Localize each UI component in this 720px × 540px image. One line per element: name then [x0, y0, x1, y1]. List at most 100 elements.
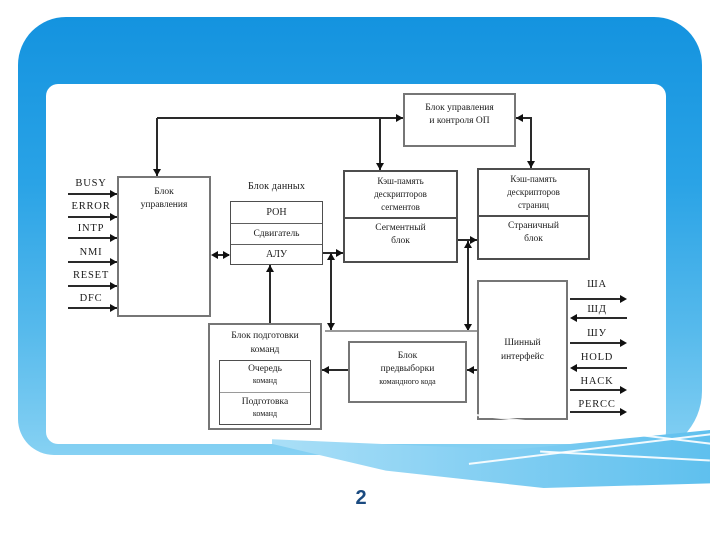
box-label: Подготовка: [241, 397, 289, 407]
segment-cache-box: Кэш-память дескрипторов сегментов Сегмен…: [343, 170, 458, 263]
alu-row: АЛУ: [265, 249, 288, 260]
arrow-left-icon: [322, 366, 329, 374]
box-label: страниц: [518, 200, 549, 210]
arrow-right-icon: [110, 282, 117, 290]
box-label: Блок: [397, 351, 418, 361]
box-label: Кэш-память: [510, 174, 557, 184]
box-label-group: Сегментный блок: [345, 214, 456, 248]
prep-cell: Подготовка команд: [220, 393, 310, 419]
arrow-down-icon: [527, 161, 535, 168]
signal-line: [68, 307, 117, 309]
divider: [345, 217, 456, 219]
box-label: команд: [252, 376, 278, 385]
arrow-right-icon: [110, 213, 117, 221]
connector-line: [322, 369, 348, 371]
box-label: дескрипторов: [507, 187, 560, 197]
arrow-right-icon: [110, 304, 117, 312]
connector-line: [215, 254, 229, 256]
box-label: командного кода: [379, 377, 436, 386]
signal-line: [68, 216, 117, 218]
signal-line: [570, 342, 620, 344]
box-label: предвыборки: [380, 364, 435, 374]
signal-label-reset: RESET: [72, 270, 110, 281]
connector-line: [516, 117, 532, 119]
box-label: команд: [250, 345, 280, 355]
connector-line: [379, 118, 381, 170]
arrow-down-icon: [464, 324, 472, 331]
box-label: блок: [524, 234, 543, 244]
arrow-right-icon: [110, 190, 117, 198]
prefetch-box: Блок предвыборки командного кода: [348, 341, 467, 403]
arrow-right-icon: [110, 234, 117, 242]
arrow-right-icon: [396, 114, 403, 122]
arrow-left-icon: [467, 366, 474, 374]
instruction-prep-inner-box: Очередь команд Подготовка команд: [219, 360, 311, 425]
arrow-left-icon: [211, 251, 218, 259]
signal-line: [570, 389, 620, 391]
signal-label-shu: ШУ: [587, 328, 607, 339]
signal-label-nmi: NMI: [79, 247, 103, 258]
box-label: дескрипторов: [374, 189, 427, 199]
arrow-right-icon: [470, 236, 477, 244]
box-label: Очередь: [248, 364, 282, 374]
box-label: управления: [140, 200, 188, 210]
arrow-right-icon: [110, 258, 117, 266]
box-label: блок: [391, 236, 410, 246]
bus-interface-box: Шинный интерфейс: [477, 280, 568, 420]
arrow-up-icon: [327, 253, 335, 260]
signal-label-hold: HOLD: [580, 352, 614, 363]
box-label-group: Страничный блок: [479, 212, 588, 246]
box-label: Кэш-память: [377, 176, 424, 186]
arrow-up-icon: [266, 265, 274, 272]
box-label-group: Кэш-память дескрипторов страниц: [479, 170, 588, 212]
memory-control-box: Блок управления и контроля ОП: [403, 93, 516, 147]
connector-line: [156, 118, 158, 176]
signal-label-sha: ША: [587, 279, 607, 290]
signal-label-shd: ШД: [587, 304, 607, 315]
arrow-down-icon: [376, 163, 384, 170]
register-row: РОН: [231, 202, 322, 224]
connector-line: [269, 265, 271, 330]
box-label: сегментов: [381, 202, 420, 212]
page-cache-box: Кэш-память дескрипторов страниц Страничн…: [477, 168, 590, 260]
page-number: 2: [355, 487, 367, 509]
signal-label-error: ERROR: [71, 201, 111, 212]
signal-line: [68, 285, 117, 287]
signal-line: [577, 367, 627, 369]
box-label-group: Кэш-память дескрипторов сегментов: [345, 172, 456, 214]
box-label: Блок подготовки: [231, 331, 299, 341]
signal-label-hack: HACK: [580, 376, 614, 387]
connector-line: [467, 240, 469, 331]
arrow-right-icon: [620, 295, 627, 303]
arrow-right-icon: [620, 408, 627, 416]
arrow-left-icon: [516, 114, 523, 122]
signal-label-dfc: DFC: [79, 293, 103, 304]
signal-label-intp: INTP: [77, 223, 105, 234]
box-label: и контроля ОП: [429, 116, 490, 126]
arrow-right-icon: [620, 386, 627, 394]
box-label: Блок управления: [425, 103, 494, 113]
connector-line: [157, 117, 403, 119]
box-label: Шинный: [504, 338, 541, 348]
queue-cell: Очередь команд: [220, 361, 310, 393]
data-block-stack: РОН Сдвигатель АЛУ: [230, 201, 323, 265]
arrow-down-icon: [153, 169, 161, 176]
box-label: интерфейс: [501, 352, 544, 362]
data-block-label: Блок данных: [247, 181, 306, 192]
box-label: Сегментный: [375, 223, 426, 233]
arrow-right-icon: [223, 251, 230, 259]
signal-label-percc: PERCC: [578, 399, 616, 410]
connector-line: [530, 118, 532, 168]
connector-line: [330, 253, 332, 330]
box-label: Блок: [154, 187, 174, 197]
shifter-row: Сдвигатель: [231, 224, 322, 245]
connector-line: [325, 330, 477, 332]
signal-line: [68, 237, 117, 239]
signal-line: [68, 261, 117, 263]
control-unit-box: Блок управления: [117, 176, 211, 317]
arrow-right-icon: [336, 249, 343, 257]
divider: [479, 215, 588, 217]
signal-line: [577, 317, 627, 319]
signal-line: [570, 411, 620, 413]
